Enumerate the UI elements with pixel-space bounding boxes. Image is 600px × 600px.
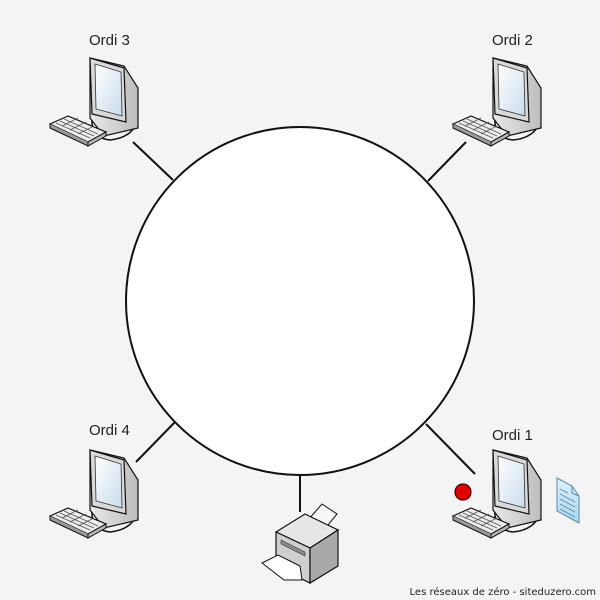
link-ordi3 bbox=[132, 141, 174, 181]
computer-icon-ordi4 bbox=[49, 449, 139, 539]
computer-icon-ordi3 bbox=[49, 57, 139, 147]
label-ordi1: Ordi 1 bbox=[492, 427, 533, 444]
footer-credit: Les réseaux de zéro - siteduzero.com bbox=[409, 587, 596, 598]
link-ordi2 bbox=[427, 141, 467, 182]
printer-icon bbox=[261, 503, 340, 585]
label-ordi2: Ordi 2 bbox=[492, 32, 533, 49]
label-ordi4: Ordi 4 bbox=[89, 422, 130, 439]
red-dot-icon bbox=[454, 483, 472, 501]
link-ordi4 bbox=[135, 421, 176, 463]
link-ordi1 bbox=[425, 423, 476, 475]
label-ordi3: Ordi 3 bbox=[89, 32, 130, 49]
computer-icon-ordi2 bbox=[452, 57, 542, 147]
document-icon bbox=[556, 477, 580, 524]
ring bbox=[125, 126, 475, 476]
